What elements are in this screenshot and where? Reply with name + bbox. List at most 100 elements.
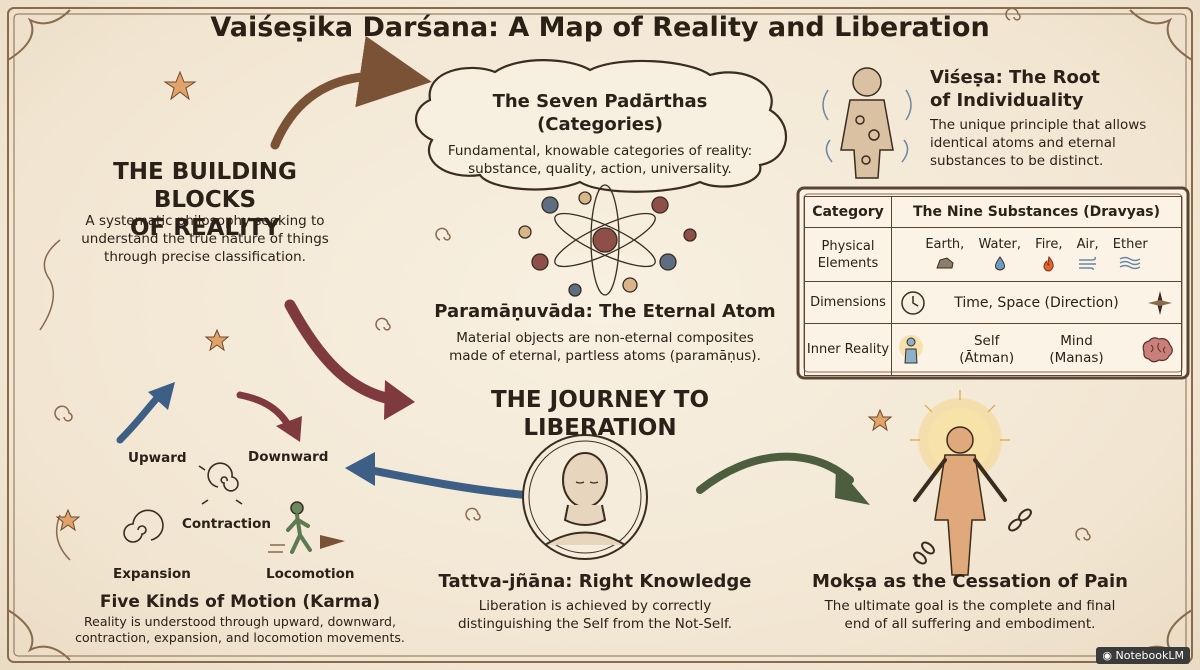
mind-label: Mind (Manas) [1049,333,1103,367]
atom-text-line1: Material objects are non-eternal composi… [456,330,754,346]
substances-table-wrap: Category The Nine Substances (Dravyas) P… [804,196,1182,376]
compass-rose-icon [1147,290,1172,315]
row-physical-category: Physical Elements [804,227,892,282]
moksa-section: Mokṣa as the Cessation of Pain The ultim… [810,570,1130,633]
visesa-text-line2: identical atoms and eternal [930,135,1116,151]
atom-text-line2: made of eternal, partless atoms (paramāṇ… [449,348,761,364]
building-blocks-section: THE BUILDING BLOCKS OF REALITY [80,158,330,242]
contraction-spiral-icon [198,462,243,505]
building-blocks-heading-line1: THE BUILDING BLOCKS [113,159,297,213]
visesa-section: Viśeṣa: The Root of Individuality The un… [930,66,1180,170]
table-row: Dimensions Time, Space (Direction) [804,281,1182,324]
fire-icon [1043,256,1054,272]
atom-section: Paramāṇuvāda: The Eternal Atom Material … [430,300,780,365]
clock-icon [901,290,925,315]
padarthas-section: The Seven Padārthas (Categories) Fundame… [430,90,770,178]
moksa-text-line1: The ultimate goal is the complete and fi… [824,598,1116,614]
visesa-heading-line2: of Individuality [930,90,1084,111]
building-blocks-text-line2: understand the true nature of things [81,231,329,247]
earth-label: Earth, [925,237,965,252]
downward-arrow-icon [236,391,294,432]
row-inner-items: Self (Ātman) Mind (Manas) [891,323,1182,376]
expansion-label: Expansion [113,566,191,582]
arrow-to-journey [284,299,401,406]
atom-cluster-illustration [518,184,697,297]
fire-item: Fire, [1035,237,1063,272]
substances-table: Category The Nine Substances (Dravyas) P… [804,196,1182,376]
table-row: Physical Elements Earth, Water, Fire, [804,227,1182,282]
arrow-to-journey-head [384,380,415,420]
ether-waves-icon [1119,256,1141,270]
motion-section: Five Kinds of Motion (Karma) Reality is … [70,592,410,646]
dimensions-label: Time, Space (Direction) [954,294,1119,311]
padarthas-text-line2: substance, quality, action, universality… [468,161,732,177]
brand-logo-icon: ◉ [1102,649,1116,662]
moksa-text-line2: end of all suffering and embodiment. [844,616,1096,632]
row-dimensions-category: Dimensions [804,281,892,324]
row-dimensions-items: Time, Space (Direction) [891,281,1182,324]
air-item: Air, [1077,237,1099,270]
arrow-to-moksa [696,452,854,494]
row-physical-items: Earth, Water, Fire, Air, [891,227,1182,282]
upward-arrow-icon [116,391,164,444]
table-header-row: Category The Nine Substances (Dravyas) [804,196,1182,228]
glowing-self-icon [899,334,923,363]
locomotion-label: Locomotion [266,566,355,582]
moksa-heading: Mokṣa as the Cessation of Pain [812,571,1128,592]
motion-text-line2: contraction, expansion, and locomotion m… [75,630,405,645]
tattva-text-line1: Liberation is achieved by correctly [478,598,712,614]
building-blocks-text: A systematic philosophy seeking to under… [60,212,350,266]
brain-icon [1142,336,1173,362]
atom-heading: Paramāṇuvāda: The Eternal Atom [434,301,776,322]
padarthas-cloud [415,59,788,193]
arrow-to-motion [366,466,529,499]
motion-heading: Five Kinds of Motion (Karma) [99,592,381,612]
tattva-heading: Tattva-jñāna: Right Knowledge [438,571,752,592]
mind-line2: (Manas) [1049,349,1104,366]
motion-text-line1: Reality is understood through upward, do… [84,614,396,629]
contraction-label: Contraction [182,516,271,532]
header-category: Category [804,196,892,228]
motion-illustrations [116,382,345,554]
table-row: Inner Reality Self (Ātman) Mind (Manas) [804,323,1182,376]
padarthas-heading: The Seven Padārthas (Categories) [492,91,708,135]
rock-icon [936,257,954,269]
self-label: Self (Ātman) [959,333,1014,367]
arrow-to-padarthas [270,35,432,150]
page-title: Vaiśeṣika Darśana: A Map of Reality and … [210,12,990,43]
brand-label: NotebookLM [1115,649,1184,662]
moksa-figure-illustration [910,390,1032,576]
building-blocks-text-line1: A systematic philosophy seeking to [85,213,325,229]
arrow-to-moksa-head [835,465,870,505]
ether-label: Ether [1112,237,1148,252]
expansion-spiral-icon [123,509,164,543]
tattva-text-line2: distinguishing the Self from the Not-Sel… [457,616,733,632]
tattva-section: Tattva-jñāna: Right Knowledge Liberation… [430,570,760,633]
meditating-head-illustration [522,434,648,560]
row1-cat-line2: Elements [817,255,879,271]
star-icons [55,70,893,532]
upward-label: Upward [128,450,187,466]
air-label: Air, [1076,237,1099,252]
row-inner-category: Inner Reality [804,323,892,376]
mind-line1: Mind [1060,332,1093,349]
brand-badge: ◉ NotebookLM [1096,647,1190,664]
water-drop-icon [994,256,1005,271]
visesa-heading-line1: Viśeṣa: The Root [930,67,1100,88]
building-blocks-heading-line2: OF REALITY [129,215,281,241]
earth-item: Earth, [925,237,964,270]
visesa-text-line1: The unique principle that allows [930,117,1147,133]
visesa-figure-illustration [822,67,912,179]
visesa-text-line3: substances to be distinct. [930,153,1104,169]
arrow-to-motion-head [345,452,375,486]
padarthas-text-line1: Fundamental, knowable categories of real… [447,143,753,159]
journey-heading: THE JOURNEY TO LIBERATION [490,387,710,441]
broken-chain-icon [913,508,1032,565]
self-line2: (Ātman) [959,349,1015,366]
wind-icon [1078,256,1096,270]
row1-cat-line1: Physical [821,238,875,254]
fire-label: Fire, [1035,237,1063,252]
downward-label: Downward [248,449,329,465]
water-item: Water, [978,237,1021,272]
